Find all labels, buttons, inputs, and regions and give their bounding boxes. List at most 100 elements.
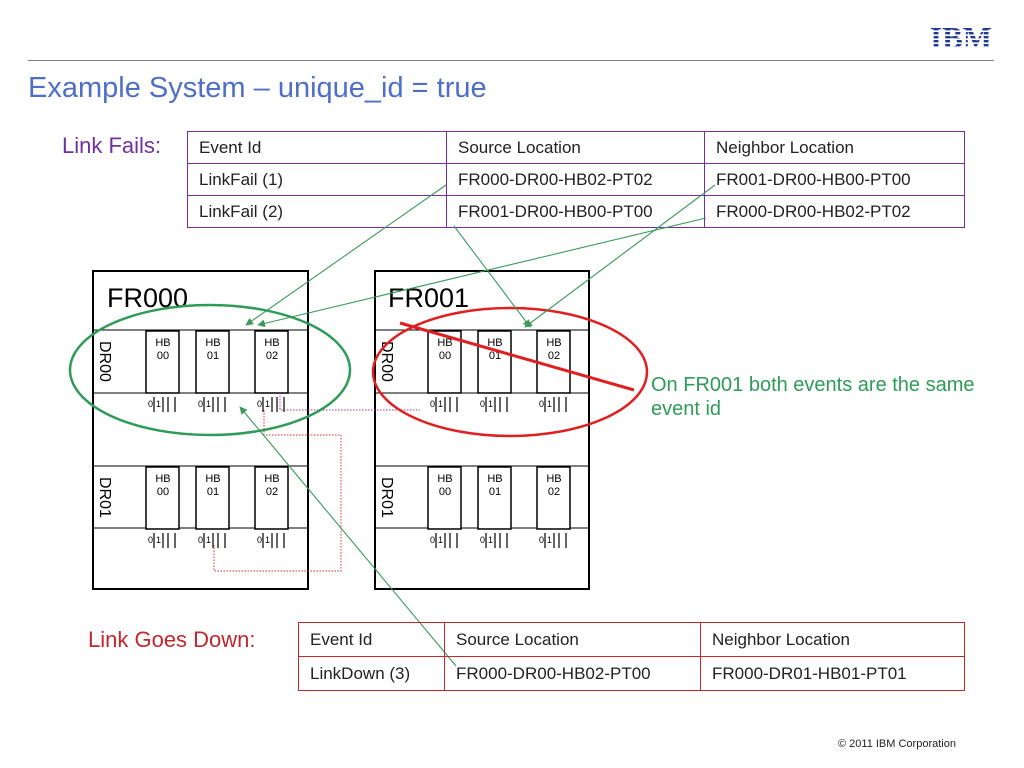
hub-label: 02 (548, 486, 560, 498)
table-cell: FR000-DR00-HB02-PT02 (704, 195, 965, 228)
port-label: 1 (206, 399, 211, 409)
dotted-cables (213, 393, 420, 572)
port-label: 1 (438, 399, 443, 409)
hub-label: HB (437, 473, 452, 485)
hub-label: HB (546, 337, 561, 349)
port-label: 1 (438, 535, 443, 545)
ibm-logo-text: IBM (930, 20, 992, 54)
port-label: 1 (206, 535, 211, 545)
hub-label: HB (205, 473, 220, 485)
column-header: Neighbor Location (700, 622, 965, 657)
table-cell: LinkFail (2) (187, 195, 447, 228)
port-label: 0 (198, 535, 203, 545)
frame-label: FR001 (388, 283, 469, 313)
link-fails-label: Link Fails: (62, 133, 162, 158)
table-cell: FR001-DR00-HB00-PT00 (446, 195, 705, 228)
frame-label: FR000 (107, 283, 188, 313)
hub-label: 01 (207, 350, 219, 362)
port-label: 0 (430, 399, 435, 409)
link-fails-table: Event Id Source Location Neighbor Locati… (187, 131, 965, 228)
table-cell: LinkDown (3) (298, 656, 445, 691)
port-label: 0 (148, 399, 153, 409)
arrow-linkfail2-neighbor (257, 217, 707, 328)
port-label: 0 (148, 535, 153, 545)
port-label: 0 (480, 535, 485, 545)
hub-label: 02 (266, 486, 278, 498)
port-label: 0 (257, 535, 262, 545)
hub-label: 02 (548, 350, 560, 362)
port-label: 1 (488, 399, 493, 409)
table-cell: LinkFail (1) (187, 163, 447, 196)
port-label: 0 (257, 399, 262, 409)
hub-label: 02 (266, 350, 278, 362)
hub-label: HB (437, 337, 452, 349)
table-cell: FR001-DR00-HB00-PT00 (704, 163, 965, 196)
arrow-linkfail1-neighbor (524, 184, 716, 328)
port-label: 1 (488, 535, 493, 545)
hub-label: HB (155, 337, 170, 349)
drawer-label: DR00 (96, 341, 113, 382)
column-header: Event Id (298, 622, 445, 657)
link-down-table: Event Id Source Location Neighbor Locati… (298, 622, 965, 691)
header-rule (28, 60, 994, 61)
fr001-dr00-highlight-ellipse (371, 306, 649, 438)
port-label: 0 (430, 535, 435, 545)
table-cell: FR000-DR01-HB01-PT01 (700, 656, 965, 691)
hub-label: HB (487, 473, 502, 485)
port-label: 1 (265, 535, 270, 545)
table-cell: FR000-DR00-HB02-PT00 (444, 656, 701, 691)
table-header-row: Event Id Source Location Neighbor Locati… (187, 131, 965, 164)
drawer-label: DR01 (96, 477, 113, 518)
slide-title: Example System – unique_id = true (28, 72, 487, 104)
hub-label: HB (546, 473, 561, 485)
table-row: LinkDown (3) FR000-DR00-HB02-PT00 FR000-… (298, 656, 965, 691)
hub-label: 01 (207, 486, 219, 498)
hub-label: HB (155, 473, 170, 485)
port-label: 1 (547, 535, 552, 545)
hub-label: HB (487, 337, 502, 349)
ibm-logo: IBM (930, 20, 992, 54)
port-label: 1 (156, 535, 161, 545)
port-label: 1 (547, 399, 552, 409)
event-arrows (239, 184, 716, 667)
table-header-row: Event Id Source Location Neighbor Locati… (298, 622, 965, 657)
red-strike-line (399, 321, 635, 392)
hub-label: HB (264, 337, 279, 349)
port-label: 1 (265, 399, 270, 409)
link-down-label: Link Goes Down: (88, 627, 256, 652)
column-header: Source Location (444, 622, 701, 657)
port-label: 0 (198, 399, 203, 409)
arrow-linkfail2-source (453, 225, 531, 328)
table-cell: FR000-DR00-HB02-PT02 (446, 163, 705, 196)
port-label: 1 (156, 399, 161, 409)
hub-label: 00 (157, 486, 169, 498)
hub-label: 01 (489, 486, 501, 498)
column-header: Source Location (446, 131, 705, 164)
table-row: LinkFail (1) FR000-DR00-HB02-PT02 FR001-… (187, 163, 965, 196)
drawer-label: DR01 (378, 477, 395, 518)
fr000-dr00-highlight-ellipse (68, 303, 352, 437)
hub-label: 00 (157, 350, 169, 362)
table-row: LinkFail (2) FR001-DR00-HB00-PT00 FR000-… (187, 195, 965, 228)
hub-label: 01 (489, 350, 501, 362)
annotation-note: On FR001 both events are the same event … (651, 374, 975, 420)
drawer-label: DR00 (378, 341, 395, 382)
port-label: 0 (539, 535, 544, 545)
column-header: Neighbor Location (704, 131, 965, 164)
hub-label: HB (264, 473, 279, 485)
frame-fr001: FR001 DR00 DR01 (374, 270, 590, 590)
